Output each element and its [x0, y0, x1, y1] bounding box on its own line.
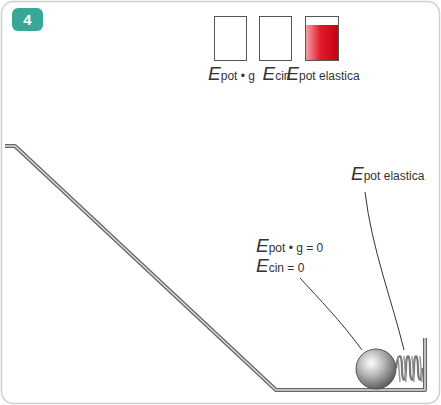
number-badge: 4	[12, 8, 43, 31]
energy-bar: Epot • g	[214, 16, 247, 61]
ball	[356, 349, 396, 389]
track-outer	[5, 146, 425, 390]
energy-label: Ecin = 0	[255, 256, 305, 275]
energy-label: Epot elastica	[350, 164, 425, 183]
bar-label: Epot elastica	[286, 64, 359, 83]
bar-label: Ecin	[262, 64, 290, 83]
energy-fill	[306, 25, 338, 60]
badge-number: 4	[23, 12, 31, 27]
energy-label: Epot • g = 0	[255, 236, 324, 255]
track-inner	[5, 146, 425, 390]
bar-label: Epot • g	[208, 64, 255, 83]
leader-line	[300, 278, 362, 350]
leader-line	[365, 192, 404, 350]
spring-back	[398, 356, 422, 382]
energy-bar: Ecin	[259, 16, 292, 61]
energy-bar: Epot elastica	[305, 16, 339, 61]
